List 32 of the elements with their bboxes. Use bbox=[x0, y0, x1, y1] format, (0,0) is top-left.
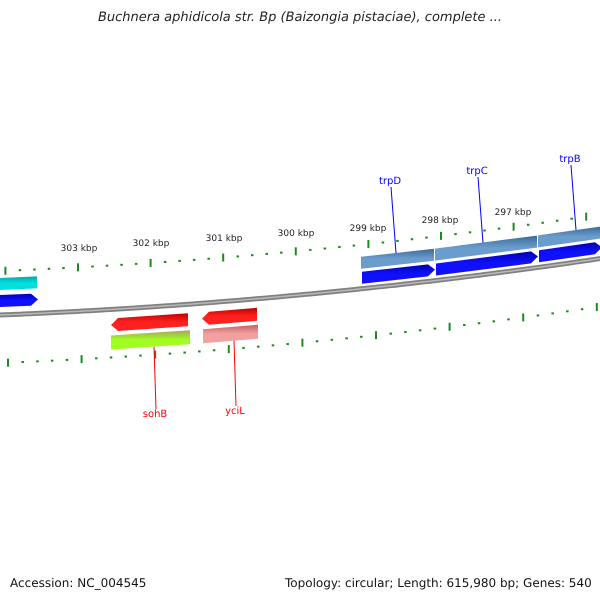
scale-label: 299 kbp bbox=[350, 224, 386, 234]
gene-label: sohB bbox=[142, 409, 168, 420]
leader-line bbox=[570, 164, 576, 231]
leader-line bbox=[390, 186, 396, 254]
leader-line bbox=[234, 340, 236, 406]
gene-label: trpC bbox=[466, 166, 488, 177]
scale-label: 297 kbp bbox=[494, 208, 532, 218]
leader-line bbox=[478, 176, 484, 244]
gene-bar bbox=[435, 236, 537, 261]
footer-text: Topology: circular; Length: 615,980 bp; Genes: 540 bbox=[285, 576, 592, 590]
scale-label: 301 kbp bbox=[206, 234, 242, 244]
gene-bar bbox=[203, 324, 258, 344]
footer-text: Accession: NC_004545 bbox=[10, 576, 146, 590]
gene-feature bbox=[111, 313, 188, 331]
gene-label: yciL bbox=[225, 406, 245, 417]
gene-feature bbox=[436, 251, 538, 276]
gene-feature bbox=[202, 308, 257, 325]
gene-bar bbox=[361, 248, 434, 269]
gene-bar bbox=[0, 276, 37, 290]
title: Buchnera aphidicola str. Bp (Baizongia pistaciae), complete ... bbox=[96, 10, 504, 25]
scale-label: 300 kbp bbox=[278, 229, 314, 239]
gene-feature bbox=[539, 242, 600, 262]
leader-line bbox=[154, 346, 156, 410]
scale-label: 298 kbp bbox=[422, 216, 458, 226]
gene-feature bbox=[362, 264, 435, 284]
gene-bar bbox=[111, 330, 190, 350]
gene-bar bbox=[538, 226, 600, 248]
gene-feature bbox=[0, 294, 38, 308]
gene-label: trpD bbox=[378, 176, 402, 187]
scale-label: 303 kbp bbox=[60, 244, 98, 254]
scale-label: 302 kbp bbox=[132, 239, 170, 249]
gene-label: trpB bbox=[559, 154, 581, 165]
